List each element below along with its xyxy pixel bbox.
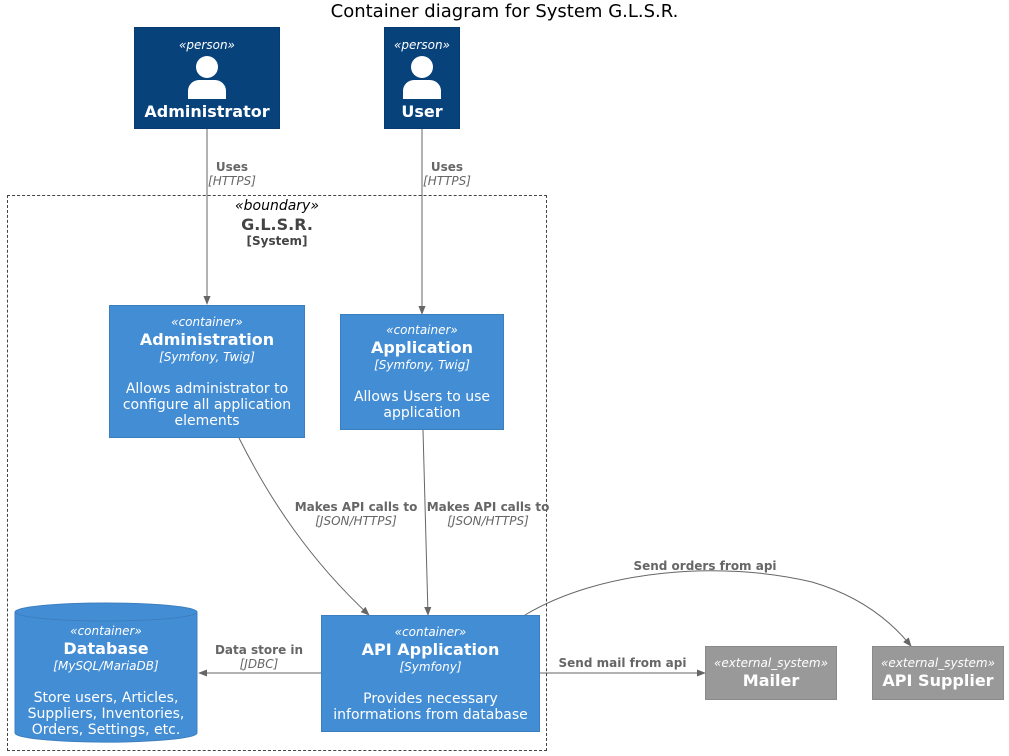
container-api-application[interactable]: «container» API Application [Symfony] Pr… [321, 615, 540, 732]
person-user[interactable]: «person» User [384, 27, 460, 129]
edge-label-tech: [JSON/HTTPS] [315, 514, 397, 528]
edge-label-user-uses: Uses [HTTPS] [407, 160, 487, 188]
container-name: API Application [361, 639, 500, 659]
external-name: API Supplier [882, 670, 994, 690]
boundary-stereotype: «boundary» [235, 198, 319, 214]
person-icon [188, 56, 226, 99]
external-system-api-supplier[interactable]: «external_system» API Supplier [872, 646, 1004, 700]
container-administration[interactable]: «container» Administration [Symfony, Twi… [109, 305, 305, 438]
container-technology: [MySQL/MariaDB] [53, 659, 159, 673]
container-database[interactable]: «container» Database [MySQL/MariaDB] Sto… [15, 624, 197, 742]
container-stereotype: «container» [171, 314, 243, 329]
person-icon [403, 56, 441, 99]
edge-label-text: Uses [430, 160, 464, 174]
container-name: Administration [139, 329, 275, 349]
container-stereotype: «container» [394, 624, 467, 639]
edge-label-text: Makes API calls to [294, 500, 418, 514]
database-cylinder-shape [14, 602, 198, 743]
container-technology: [Symfony, Twig] [159, 349, 255, 364]
container-description: Allows Users to use application [353, 389, 491, 421]
edge-label-admin-api: Makes API calls to [JSON/HTTPS] [285, 500, 427, 528]
edge-label-text: Data store in [214, 643, 304, 657]
edge-label-tech: [JSON/HTTPS] [447, 514, 529, 528]
external-stereotype: «external_system» [714, 655, 828, 670]
edge-label-text: Makes API calls to [426, 500, 550, 514]
boundary-name: G.L.S.R. [241, 215, 313, 234]
container-technology: [Symfony, Twig] [374, 358, 470, 372]
container-technology: [Symfony] [399, 659, 462, 674]
edge-label-tech: [HTTPS] [208, 174, 256, 188]
external-name: Mailer [742, 670, 800, 690]
edge-api-supplier [524, 570, 912, 647]
external-stereotype: «external_system» [881, 655, 995, 670]
edge-label-text: Send mail from api [558, 656, 687, 670]
diagram-title: Container diagram for System G.L.S.R. [330, 1, 679, 22]
container-description: Store users, Articles, Suppliers, Invent… [27, 690, 185, 738]
person-administrator[interactable]: «person» Administrator [134, 27, 280, 129]
boundary-type: [System] [246, 234, 308, 248]
external-system-mailer[interactable]: «external_system» Mailer [705, 646, 837, 700]
person-name: User [401, 102, 443, 121]
edge-label-api-supplier: Send orders from api [625, 559, 785, 573]
system-boundary [7, 195, 547, 751]
container-name: Database [63, 639, 149, 658]
person-name: Administrator [144, 102, 270, 121]
person-stereotype: «person» [179, 38, 235, 52]
edge-label-text: Send orders from api [633, 559, 777, 573]
container-description: Allows administrator to configure all ap… [122, 380, 292, 429]
edge-admin-api [238, 437, 370, 616]
edge-label-api-mailer: Send mail from api [550, 656, 695, 670]
edge-label-admin-uses: Uses [HTTPS] [192, 160, 272, 188]
container-stereotype: «container» [70, 624, 142, 638]
edge-label-tech: [JDBC] [239, 657, 279, 671]
container-description: Provides necessary informations from dat… [333, 690, 528, 723]
boundary-label: «boundary» G.L.S.R. [System] [7, 198, 547, 249]
edge-label-text: Uses [215, 160, 249, 174]
edge-label-app-api: Makes API calls to [JSON/HTTPS] [418, 500, 558, 528]
container-stereotype: «container» [386, 323, 458, 337]
container-name: Application [370, 338, 474, 357]
container-application[interactable]: «container» Application [Symfony, Twig] … [340, 314, 504, 430]
person-stereotype: «person» [394, 38, 450, 52]
edge-label-api-db: Data store in [JDBC] [205, 643, 313, 671]
edge-label-tech: [HTTPS] [423, 174, 471, 188]
edge-app-api [422, 429, 432, 616]
